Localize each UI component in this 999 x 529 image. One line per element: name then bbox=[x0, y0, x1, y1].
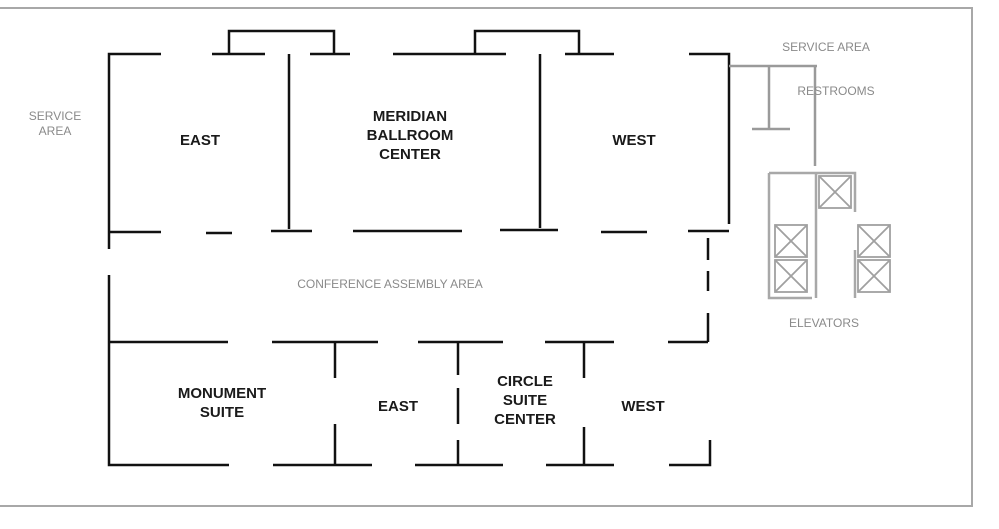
suite-walls bbox=[107, 340, 712, 467]
elevator-car-icon bbox=[857, 259, 891, 293]
meridian-ballroom-center-label: MERIDIAN BALLROOM CENTER bbox=[366, 108, 454, 163]
elevator-car-icon bbox=[774, 224, 808, 258]
ballroom-walls bbox=[107, 29, 731, 249]
elevator-bank bbox=[767, 171, 857, 300]
conference-area-walls bbox=[107, 238, 710, 344]
meridian-ballroom-west-label: WEST bbox=[612, 132, 656, 149]
service-lines bbox=[729, 64, 817, 166]
circle-suite-center-label: CIRCLE SUITE CENTER bbox=[494, 373, 556, 428]
meridian-ballroom-east-label: EAST bbox=[179, 132, 220, 149]
frame-border bbox=[0, 7, 973, 507]
elevator-car-icon bbox=[774, 259, 808, 293]
circle-suite-east-label: EAST bbox=[377, 398, 418, 415]
circle-suite-west-label: WEST bbox=[621, 398, 665, 415]
monument-suite-label: MONUMENT SUITE bbox=[177, 385, 267, 421]
elevators-label: ELEVATORS bbox=[788, 316, 860, 330]
service-area-right-label: SERVICE AREA bbox=[782, 40, 870, 54]
restrooms-label: RESTROOMS bbox=[797, 84, 875, 98]
service-area-left-label: SERVICE AREA bbox=[28, 109, 82, 138]
conference-assembly-area-label: CONFERENCE ASSEMBLY AREA bbox=[297, 277, 483, 291]
elevator-car-icon bbox=[857, 224, 891, 258]
elevator-car-icon bbox=[818, 175, 852, 209]
